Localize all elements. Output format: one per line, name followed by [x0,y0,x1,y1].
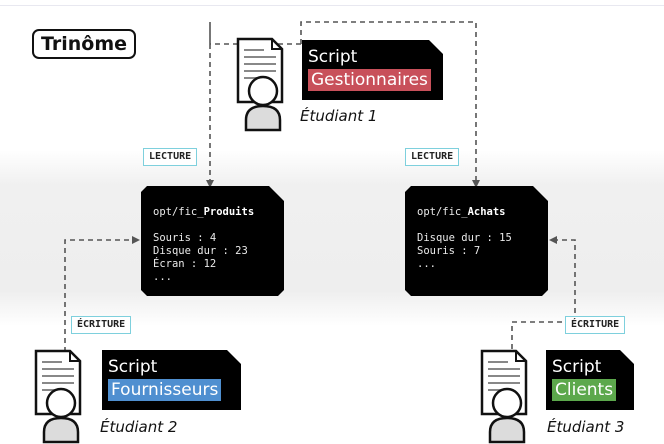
script-keyword: Script [308,47,358,67]
script-card-gestionnaires: Script Gestionnaires [302,40,443,100]
file-line: Écran : 12 [153,258,217,270]
file-name: opt/fic_Produits [153,206,255,218]
read-arrow-achats [300,21,480,188]
write-arrow-produits [64,236,140,352]
student-document-icon [236,37,284,132]
top-divider [0,5,664,6]
file-card-produits: opt/fic_Produits Souris : 4 Disque dur :… [141,186,284,296]
label-ecriture-achats: ÉCRITURE [565,316,626,334]
label-ecriture-produits: ÉCRITURE [71,316,132,334]
page-title: Trinôme [32,29,136,59]
script-name: Gestionnaires [308,69,431,91]
file-line: Disque dur : 23 [153,245,248,257]
script-card-clients: Script Clients [546,350,634,410]
file-line: Souris : 4 [153,232,217,244]
script-card-fournisseurs: Script Fournisseurs [102,350,241,410]
file-line: Disque dur : 15 [417,232,512,244]
label-lecture-achats: LECTURE [405,148,460,166]
label-lecture-produits: LECTURE [143,148,198,166]
student-label: Étudiant 2 [100,418,178,436]
file-line: ... [417,258,436,270]
script-name: Clients [552,379,616,401]
file-line: ... [153,271,172,283]
student-document-icon [480,349,528,444]
student-document-icon [34,349,82,444]
file-card-achats: opt/fic_Achats Disque dur : 15 Souris : … [405,186,548,296]
script-keyword: Script [552,357,602,377]
script-keyword: Script [108,357,158,377]
file-line: Souris : 7 [417,245,481,257]
student-label: Étudiant 1 [300,107,378,125]
file-name: opt/fic_Achats [417,206,506,218]
script-name: Fournisseurs [108,379,221,401]
student-label: Étudiant 3 [547,418,625,436]
